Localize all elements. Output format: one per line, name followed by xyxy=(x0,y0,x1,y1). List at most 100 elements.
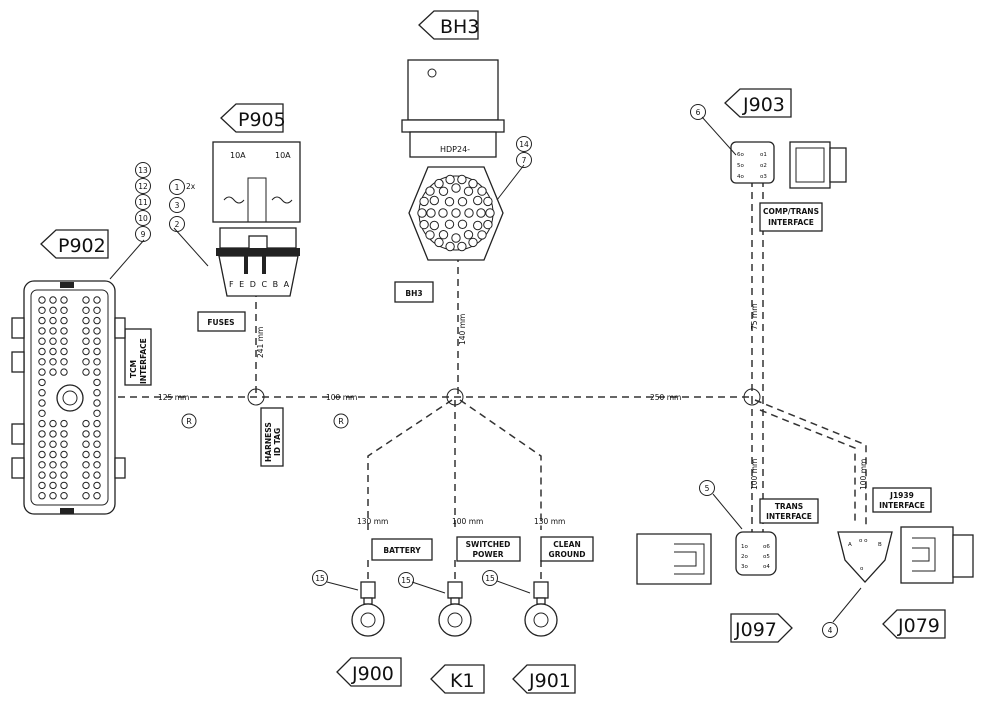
p902-pin xyxy=(82,492,90,500)
svg-text:5o: 5o xyxy=(737,163,744,169)
p902-pin xyxy=(82,296,90,304)
p902-pin xyxy=(38,296,46,304)
dim-130-ground: 130 mm xyxy=(534,517,565,526)
bh3-pin xyxy=(457,241,467,252)
svg-text:6o: 6o xyxy=(737,152,744,158)
r-marker-1: R xyxy=(181,413,197,429)
svg-text:POWER: POWER xyxy=(472,550,503,559)
dim-100: 100 mm xyxy=(326,393,357,402)
p902-pin xyxy=(49,337,57,345)
p902-pin xyxy=(82,430,90,438)
p902-pin xyxy=(93,306,101,314)
p902-pin xyxy=(93,481,101,490)
p902-pin xyxy=(38,481,46,490)
svg-text:2o: 2o xyxy=(741,554,748,560)
svg-text:o3: o3 xyxy=(760,174,767,180)
bh3-pin xyxy=(477,186,487,196)
p902-pin xyxy=(82,461,90,469)
svg-text:INTERFACE: INTERFACE xyxy=(766,512,812,521)
p902-pin xyxy=(93,347,101,356)
bh3-pin xyxy=(417,208,427,218)
svg-text:ID TAG: ID TAG xyxy=(273,428,282,456)
p902-pin xyxy=(93,461,101,469)
svg-text:INTERFACE: INTERFACE xyxy=(139,338,148,384)
bh3-pin xyxy=(425,186,435,196)
bh3-pin xyxy=(425,230,435,240)
dim-75: 75 mm xyxy=(750,303,759,330)
tag-p905: P905 xyxy=(220,103,286,133)
svg-text:J097: J097 xyxy=(734,619,777,641)
bh3-pin xyxy=(419,196,429,207)
p902-pin xyxy=(38,399,46,407)
p902-pin xyxy=(49,316,57,325)
p902-pin xyxy=(93,492,101,500)
bh3-pin xyxy=(451,208,461,218)
svg-text:15: 15 xyxy=(401,576,411,585)
p902-connector xyxy=(11,280,126,515)
p902-pin xyxy=(93,389,101,397)
bh3-pin xyxy=(429,195,439,206)
p902-pin xyxy=(93,471,101,479)
p902-pin xyxy=(82,337,90,345)
item-balloon-15: 15 xyxy=(398,572,414,588)
p902-pin xyxy=(49,368,57,376)
item-balloon-9: 9 xyxy=(135,226,151,242)
bh3-pin xyxy=(419,219,429,230)
bh3-pin xyxy=(444,219,455,230)
svg-text:15: 15 xyxy=(315,574,325,583)
dim-250: 250 mm xyxy=(650,393,681,402)
svg-text:2: 2 xyxy=(175,220,180,229)
svg-text:K1: K1 xyxy=(450,670,475,692)
svg-text:4: 4 xyxy=(828,626,833,635)
p902-pin xyxy=(49,296,57,304)
p902-pin xyxy=(93,337,101,345)
bh3-pin xyxy=(476,208,486,218)
p902-pin xyxy=(38,471,46,479)
p902-pin xyxy=(60,450,68,459)
dim-241: 241 mm xyxy=(256,327,265,358)
svg-text:P902: P902 xyxy=(58,235,106,257)
svg-text:14: 14 xyxy=(519,140,529,149)
bh3-face-view xyxy=(408,166,504,261)
p902-pin xyxy=(93,327,101,335)
label-j1939-interface: J1939 INTERFACE xyxy=(872,487,932,513)
p902-pin xyxy=(49,461,57,469)
svg-text:SWITCHED: SWITCHED xyxy=(466,540,511,549)
bh3-pin xyxy=(426,208,436,218)
p902-pin xyxy=(38,440,46,448)
svg-text:J903: J903 xyxy=(742,94,785,116)
svg-text:HARNESS: HARNESS xyxy=(264,422,273,462)
p902-pin xyxy=(93,430,101,438)
label-harness-id-tag: HARNESS ID TAG xyxy=(260,407,284,467)
svg-text:4o: 4o xyxy=(737,174,744,180)
p902-pin xyxy=(60,440,68,448)
p902-pin xyxy=(49,492,57,500)
p902-pin xyxy=(82,419,90,428)
ring-terminal-j901 xyxy=(524,581,558,637)
p902-pin xyxy=(60,492,68,500)
svg-text:INTERFACE: INTERFACE xyxy=(768,218,814,227)
bh3-pin xyxy=(429,220,439,231)
svg-text:10A: 10A xyxy=(275,151,291,160)
bh3-pin xyxy=(468,178,478,189)
p902-pin xyxy=(93,296,101,304)
p902-pin xyxy=(38,327,46,335)
p902-pin xyxy=(60,368,68,376)
p902-pin xyxy=(82,368,90,376)
p902-pin xyxy=(60,358,68,366)
bh3-pin xyxy=(457,197,468,207)
p902-pin xyxy=(60,430,68,438)
label-trans-interface: TRANS INTERFACE xyxy=(759,498,819,524)
p902-pin xyxy=(60,419,68,428)
p902-pin xyxy=(38,430,46,438)
svg-text:o5: o5 xyxy=(763,554,770,560)
tag-bh3: BH3 xyxy=(418,10,479,40)
svg-text:10A: 10A xyxy=(230,151,246,160)
tag-j097: J097 xyxy=(730,613,793,643)
svg-text:INTERFACE: INTERFACE xyxy=(879,501,925,510)
p902-pin xyxy=(60,481,68,490)
bh3-pin xyxy=(483,196,493,207)
